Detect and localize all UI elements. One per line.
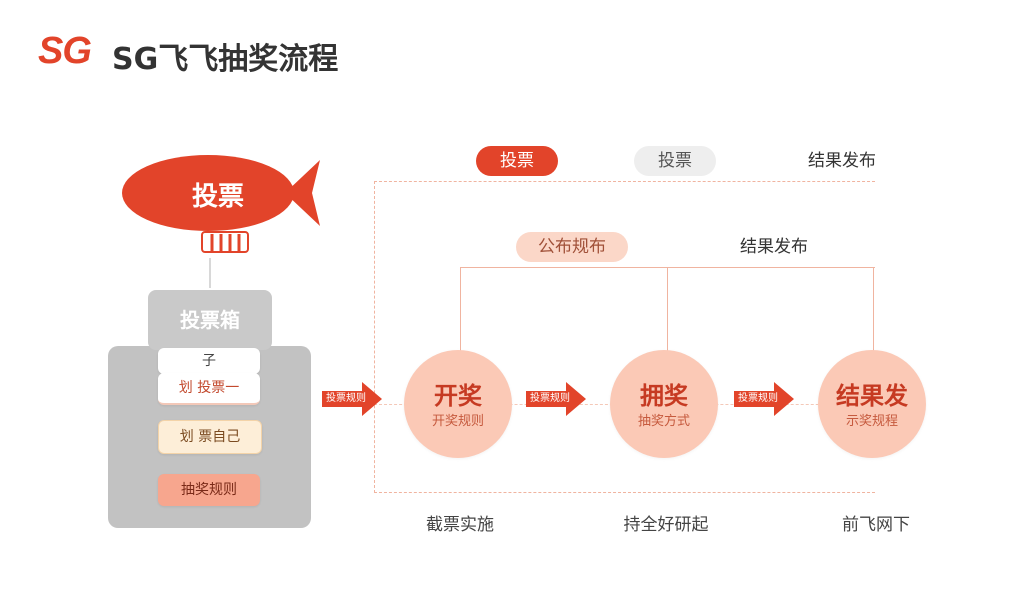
stage-title: 结果发 (836, 382, 908, 410)
stage-title: 拥奖 (640, 382, 688, 410)
flow-arrow-label: 投票规则 (738, 393, 778, 404)
tag-vote-secondary[interactable]: 投票 (634, 146, 716, 176)
blimp-icon (122, 155, 320, 253)
tag-result-publish[interactable]: 结果发布 (788, 146, 896, 176)
stage-draw[interactable]: 开奖 开奖规则 (404, 350, 512, 458)
tag-vote[interactable]: 投票 (476, 146, 558, 176)
tag-result-publish-inner[interactable]: 结果发布 (724, 232, 824, 262)
flow-arrow: 投票规则 (322, 382, 382, 416)
flow-arrow: 投票规则 (734, 382, 794, 416)
stage-caption: 前飞网下 (842, 515, 910, 535)
stage-title: 开奖 (434, 382, 482, 410)
flow-arrow-label: 投票规则 (326, 393, 366, 404)
stage-caption: 截票实施 (426, 515, 494, 535)
stage-result[interactable]: 结果发 示奖规程 (818, 350, 926, 458)
inner-frame-right-edge (873, 267, 874, 411)
ballot-card-rules: 抽奖规则 (158, 474, 260, 506)
arrow-right-icon (734, 382, 794, 416)
flow-arrow-label: 投票规则 (530, 393, 570, 404)
ballot-card: 划 投票一 (158, 373, 260, 405)
stage-subtitle: 开奖规则 (431, 414, 484, 429)
brand-logo: SG (38, 30, 92, 72)
outer-flow-frame (374, 181, 875, 493)
flow-arrow: 投票规则 (526, 382, 586, 416)
inner-frame-divider (667, 267, 668, 411)
blimp-label: 投票 (191, 182, 244, 212)
ballot-card: 划 票自己 (158, 420, 262, 454)
ballot-box-label: 投票箱 (180, 308, 240, 332)
ballot-card: 子 (158, 348, 260, 374)
arrow-right-icon (322, 382, 382, 416)
ballot-box-top (148, 290, 272, 350)
stage-caption: 持全好研起 (623, 515, 709, 535)
arrow-right-icon (526, 382, 586, 416)
tag-publish-rules[interactable]: 公布规布 (516, 232, 628, 262)
stage-award[interactable]: 拥奖 抽奖方式 (610, 350, 718, 458)
blimp-rope (209, 258, 211, 288)
stage-subtitle: 示奖规程 (845, 414, 898, 429)
stage-subtitle: 抽奖方式 (637, 414, 690, 429)
page-title: SG飞飞抽奖流程 (112, 42, 339, 77)
